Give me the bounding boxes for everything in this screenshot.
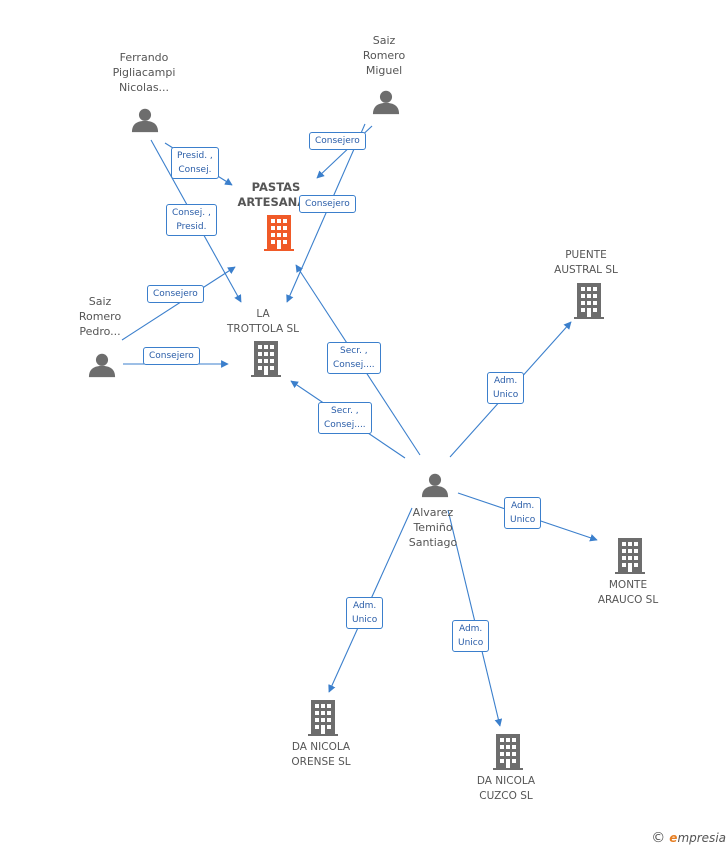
edge-label[interactable]: Adm. Unico bbox=[504, 497, 542, 529]
brand-logo: ©empresia bbox=[651, 830, 726, 846]
person-icon[interactable] bbox=[421, 473, 449, 498]
company-label-puente[interactable]: PUENTE AUSTRAL SL bbox=[554, 249, 618, 276]
edge-label[interactable]: Consejero bbox=[309, 132, 366, 150]
edge-label[interactable]: Adm. Unico bbox=[452, 620, 490, 652]
edge-label[interactable]: Secr. , Consej.... bbox=[327, 342, 381, 374]
edge-line bbox=[447, 509, 503, 727]
person-icon[interactable] bbox=[131, 108, 159, 133]
copyright-icon: © bbox=[651, 830, 666, 846]
building-icon[interactable] bbox=[615, 538, 645, 574]
person-icon[interactable] bbox=[372, 90, 400, 115]
building-icon[interactable] bbox=[308, 700, 338, 736]
edge-label[interactable]: Adm. Unico bbox=[487, 372, 525, 404]
building-icon[interactable] bbox=[574, 283, 604, 319]
person-label-alvarez[interactable]: Alvarez Temiño Santiago bbox=[408, 506, 458, 549]
person-label-saiz-miguel[interactable]: Saiz Romero Miguel bbox=[362, 34, 406, 77]
company-label-orense[interactable]: DA NICOLA ORENSE SL bbox=[291, 741, 351, 768]
edge-label[interactable]: Consej. , Presid. bbox=[166, 204, 217, 236]
building-icon[interactable] bbox=[251, 341, 281, 377]
person-icon[interactable] bbox=[88, 353, 116, 378]
building-icon[interactable] bbox=[264, 215, 294, 251]
edge-label[interactable]: Presid. , Consej. bbox=[171, 147, 219, 179]
building-icon[interactable] bbox=[493, 734, 523, 770]
company-label-trottola[interactable]: LA TROTTOLA SL bbox=[226, 308, 299, 335]
person-label-ferrando[interactable]: Ferrando Pigliacampi Nicolas... bbox=[112, 51, 176, 94]
person-label-saiz-pedro[interactable]: Saiz Romero Pedro... bbox=[78, 295, 122, 338]
edge-label[interactable]: Consejero bbox=[147, 285, 204, 303]
edge-label[interactable]: Adm. Unico bbox=[346, 597, 384, 629]
edge-line bbox=[286, 123, 366, 303]
edge-line bbox=[121, 266, 236, 341]
company-label-monte[interactable]: MONTE ARAUCO SL bbox=[597, 579, 659, 606]
edge-label[interactable]: Consejero bbox=[143, 347, 200, 365]
edge-label[interactable]: Secr. , Consej.... bbox=[318, 402, 372, 434]
company-label-pastas[interactable]: PASTAS ARTESANAS bbox=[237, 180, 315, 209]
company-label-cuzco[interactable]: DA NICOLA CUZCO SL bbox=[476, 775, 536, 802]
edge-label[interactable]: Consejero bbox=[299, 195, 356, 213]
